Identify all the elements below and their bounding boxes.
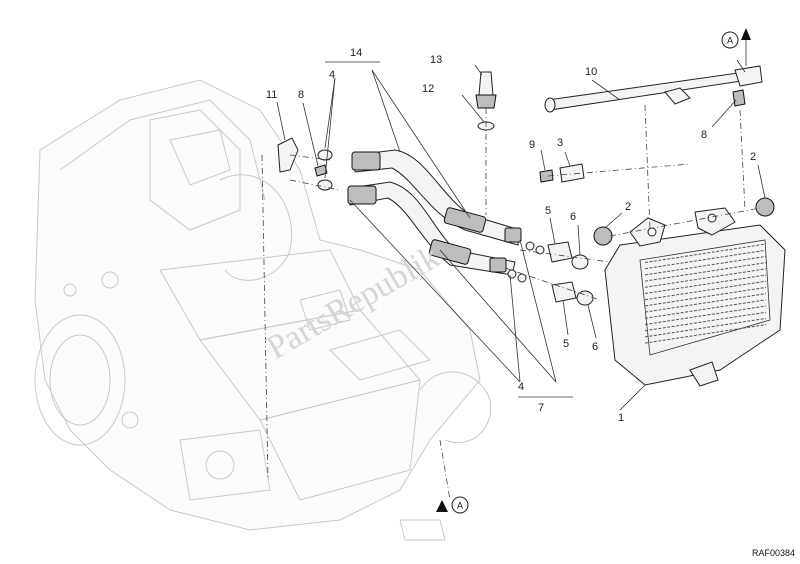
cooler-fin-line — [644, 299, 767, 319]
callout-3: 3 — [557, 137, 563, 149]
callout-7: 7 — [538, 402, 544, 414]
drawing-reference-code: RAF00384 — [752, 548, 795, 558]
callout-13: 13 — [430, 54, 442, 66]
callout-8-left: 8 — [298, 89, 304, 101]
callout-4-bottom: 4 — [518, 381, 524, 393]
svg-text:A: A — [727, 36, 733, 46]
cooler-fin-line — [644, 262, 767, 282]
callout-6-top: 6 — [570, 211, 576, 223]
callout-8-right: 8 — [701, 129, 707, 141]
cooler-fin-line — [644, 255, 767, 276]
callout-11: 11 — [266, 89, 277, 101]
callout-5-bottom: 5 — [563, 338, 569, 350]
reference-marker-a-top: A — [721, 28, 751, 66]
callout-9: 9 — [529, 139, 535, 151]
oil-cooler — [604, 207, 786, 387]
cooler-fin-line — [644, 249, 767, 270]
cooler-bracket-rod — [544, 65, 763, 113]
cooler-fin-line — [644, 324, 767, 344]
leader-lines — [276, 59, 766, 411]
callout-5-top: 5 — [545, 205, 551, 217]
cooler-fin-line — [644, 268, 767, 288]
callout-4-top: 4 — [329, 69, 335, 81]
callout-12: 12 — [422, 83, 434, 95]
cooler-fin-line — [644, 317, 767, 338]
cooler-fin-line — [644, 280, 767, 301]
callout-2-mid: 2 — [625, 201, 631, 213]
oil-hoses — [347, 149, 522, 276]
cooler-fin-line — [644, 274, 767, 294]
cooler-fin-line — [644, 311, 767, 332]
cooler-fin-line — [644, 293, 767, 313]
reference-marker-a-bottom: A — [436, 496, 469, 514]
small-parts — [277, 71, 775, 306]
callout-10: 10 — [585, 66, 597, 78]
assembly-axes — [261, 104, 761, 501]
cooler-fin-line — [644, 286, 767, 307]
callout-labels: 14 4 13 12 11 8 10 8 9 3 2 5 6 2 5 6 4 7… — [266, 47, 756, 424]
cooler-fin-line — [644, 243, 767, 263]
callout-2-top-right: 2 — [750, 151, 756, 163]
callout-14: 14 — [350, 47, 362, 59]
cooler-fin-line — [644, 305, 767, 325]
callout-1: 1 — [618, 412, 624, 424]
callout-6-bottom: 6 — [592, 341, 598, 353]
engine-block-illustration — [34, 79, 492, 541]
svg-text:A: A — [457, 501, 463, 511]
